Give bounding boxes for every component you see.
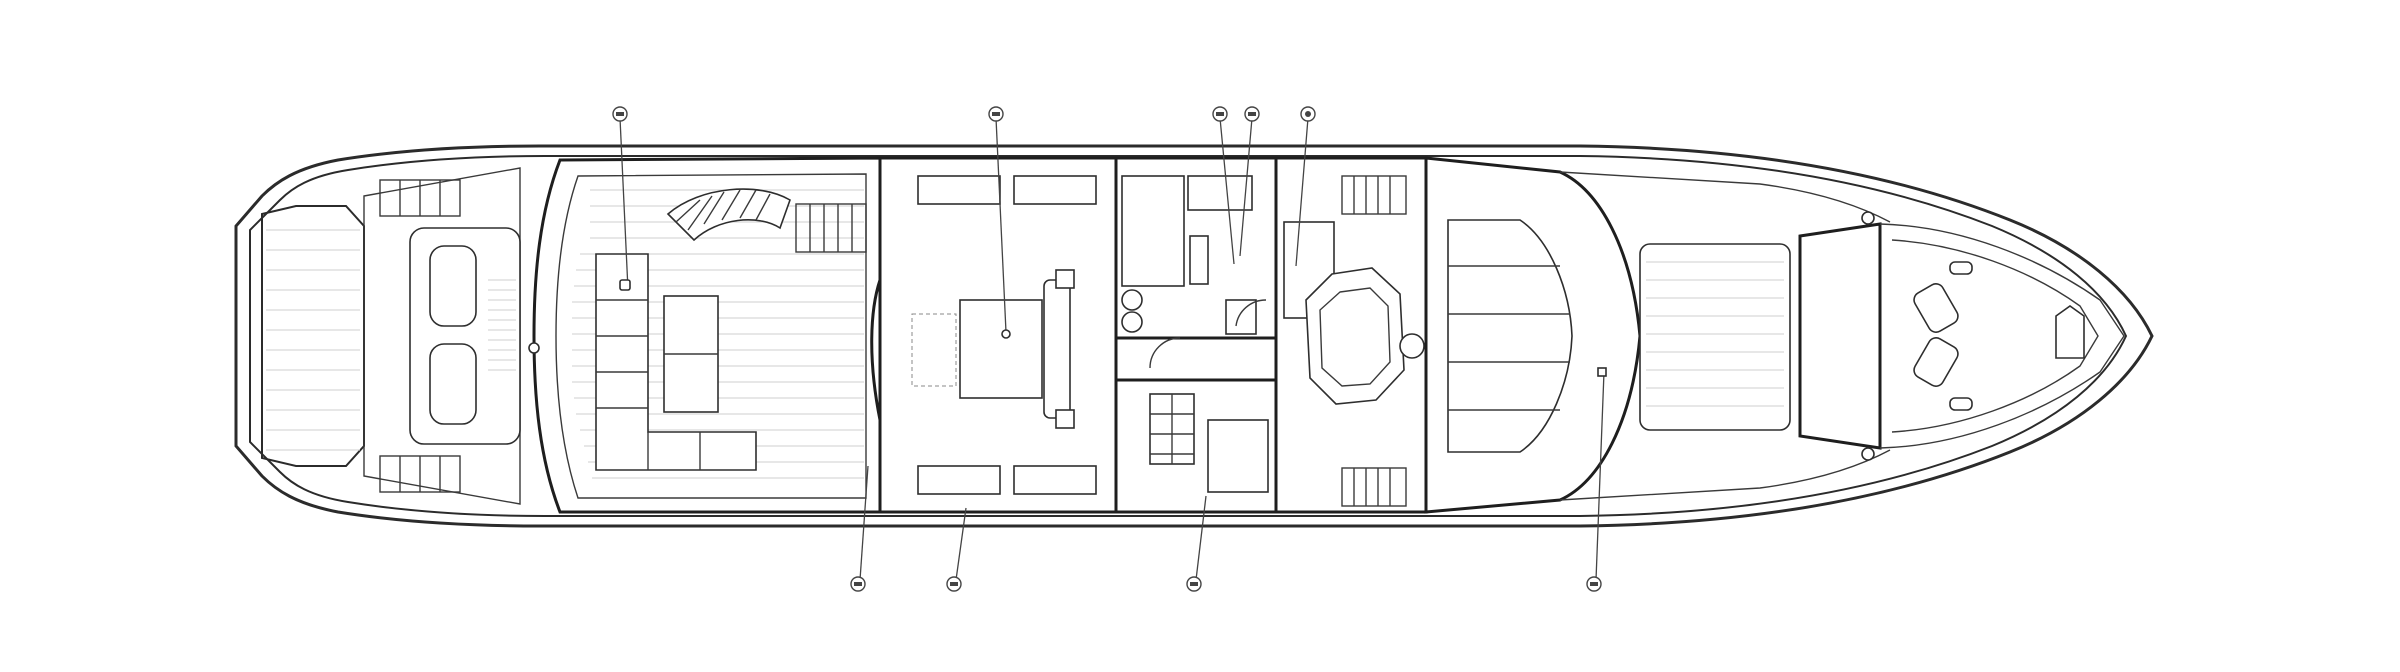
callouts-bottom	[850, 367, 1607, 592]
hull-outline	[234, 144, 2154, 528]
main-saloon	[528, 156, 882, 514]
aft-cockpit	[363, 167, 521, 505]
helm-station	[1274, 156, 1428, 514]
dining-area	[870, 156, 1118, 514]
callouts-top	[612, 106, 1316, 339]
forward-lounge	[1424, 156, 1891, 514]
galley	[1114, 156, 1278, 514]
foredeck	[1798, 211, 2125, 461]
